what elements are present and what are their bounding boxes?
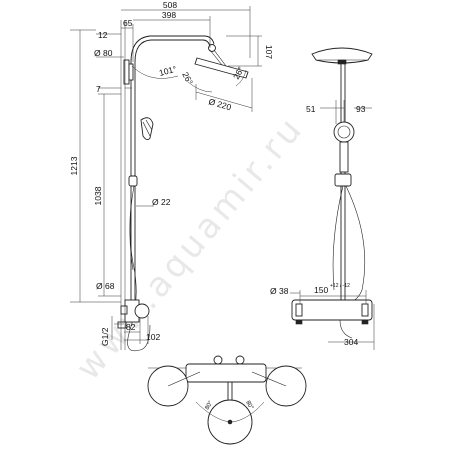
dim-tilt-left: 26° [180,70,195,86]
hand-shower-front [333,121,355,173]
slider-front [334,173,352,187]
dim-thread: G1/2 [100,327,110,346]
dim-left-65: 65 [123,18,133,28]
top-view [147,355,307,445]
overhead-shower-front [311,47,373,65]
dim-mixer-width: 304 [344,337,358,347]
dim-overall-width: 508 [163,0,177,10]
overhead-shower-side [194,49,249,79]
dim-connection-spacing: 150 [314,285,328,295]
front-view-dimensions [290,100,375,350]
dim-mixer-diameter: Ø 68 [96,281,115,291]
dim-reach: 398 [162,10,176,20]
dim-rotation-left: 80° [205,400,215,411]
dim-arm-angle: 101° [158,64,178,78]
dim-depth-102: 102 [146,332,160,342]
dim-wall-gap: 7 [96,84,101,94]
dim-depth-82: 82 [126,322,136,332]
hand-shower-side [140,117,154,141]
dim-knob-diameter: Ø 38 [270,286,289,296]
dim-left-12: 12 [98,30,108,40]
dim-handshower-right: 93 [356,104,366,114]
dim-head-diameter: Ø 220 [207,96,232,112]
thermostat-mixer-front [291,299,373,339]
dim-mount-diameter: Ø 80 [94,48,113,58]
dim-handshower-left: 51 [306,104,316,114]
dim-pipe-height: 1038 [93,186,103,205]
dim-rotation-right: 80° [244,400,254,411]
mixer-top [185,363,267,383]
slider-side [128,175,138,187]
front-view [291,47,373,339]
dim-connection-tolerance: +12 / -12 [330,283,350,289]
dim-total-height: 1213 [69,156,79,175]
dim-head-drop: 107 [264,45,274,59]
dim-tilt-right: 26° [231,65,246,81]
side-view-dimensions [70,6,262,344]
dim-pipe-diameter: Ø 22 [152,197,171,207]
